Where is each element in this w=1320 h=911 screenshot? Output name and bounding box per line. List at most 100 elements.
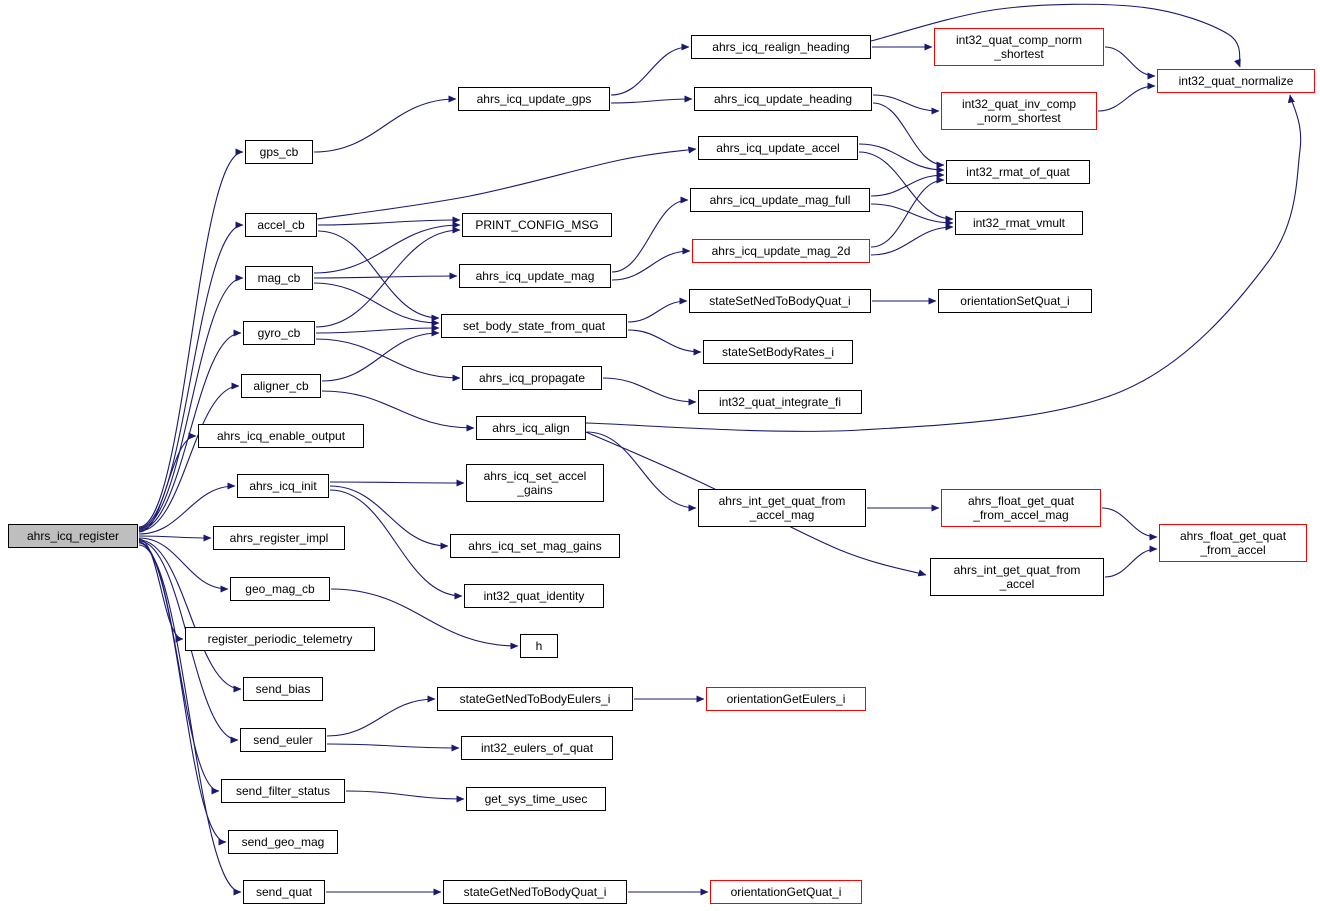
edge-ahrs_icq_update_mag_2d-to-int32_rmat_vmult [870,223,954,256]
edge-ahrs_icq_register-to-send_geo_mag [138,542,227,846]
graph-node-stateGetNedToBodyEulers_i[interactable]: stateGetNedToBodyEulers_i [437,687,633,711]
graph-node-int32_quat_inv_comp_norm_shortest[interactable]: int32_quat_inv_comp _norm_shortest [941,92,1097,130]
graph-node-ahrs_float_get_quat_from_accel[interactable]: ahrs_float_get_quat _from_accel [1159,524,1307,562]
graph-node-gps_cb[interactable]: gps_cb [245,140,313,164]
edge-set_body_state_from_quat-to-stateSetBodyRates_i [627,329,702,356]
graph-node-PRINT_CONFIG_MSG[interactable]: PRINT_CONFIG_MSG [462,213,612,237]
graph-node-gyro_cb[interactable]: gyro_cb [243,321,315,345]
graph-node-ahrs_icq_propagate[interactable]: ahrs_icq_propagate [462,366,602,390]
edge-ahrs_icq_register-to-geo_mag_cb [138,537,229,593]
edge-ahrs_icq_realign_heading-to-int32_quat_normalize [870,3,1241,68]
edge-gyro_cb-to-set_body_state_from_quat [315,324,440,334]
graph-node-h[interactable]: h [520,634,558,658]
edge-geo_mag_cb-to-h [330,588,519,650]
edge-ahrs_int_get_quat_from_accel-to-ahrs_float_get_quat_from_accel [1104,545,1158,578]
graph-node-register_periodic_telemetry[interactable]: register_periodic_telemetry [185,627,375,651]
graph-node-ahrs_icq_update_heading[interactable]: ahrs_icq_update_heading [694,87,872,111]
graph-node-geo_mag_cb[interactable]: geo_mag_cb [230,577,330,601]
graph-node-send_euler[interactable]: send_euler [240,728,326,752]
edge-ahrs_icq_update_gps-to-ahrs_icq_realign_heading [610,43,690,96]
edge-ahrs_icq_register-to-ahrs_icq_enable_output [138,432,197,533]
graph-node-send_geo_mag[interactable]: send_geo_mag [228,830,338,854]
edge-ahrs_icq_update_mag_full-to-int32_rmat_of_quat [870,171,945,197]
edge-ahrs_icq_register-to-send_filter_status [138,541,220,795]
graph-node-stateSetBodyRates_i[interactable]: stateSetBodyRates_i [703,340,853,364]
graph-node-ahrs_float_get_quat_from_accel_mag[interactable]: ahrs_float_get_quat _from_accel_mag [941,489,1101,527]
edge-ahrs_icq_register-to-aligner_cb [138,382,240,532]
graph-node-send_bias[interactable]: send_bias [243,677,323,701]
edge-ahrs_icq_register-to-gps_cb [138,148,244,528]
edge-group [138,3,1302,896]
edge-int32_quat_inv_comp_norm_shortest-to-int32_quat_normalize [1097,82,1156,112]
graph-node-orientationGetQuat_i[interactable]: orientationGetQuat_i [710,880,862,904]
edge-ahrs_icq_align-to-int32_quat_normalize [585,94,1302,432]
edge-ahrs_icq_update_heading-to-int32_quat_inv_comp_norm_shortest [872,94,940,115]
edge-ahrs_icq_register-to-ahrs_icq_init [138,482,236,535]
edge-ahrs_icq_update_mag-to-ahrs_icq_update_mag_2d [611,247,691,281]
graph-node-ahrs_icq_init[interactable]: ahrs_icq_init [237,474,329,498]
edge-ahrs_float_get_quat_from_accel_mag-to-ahrs_float_get_quat_from_accel [1101,507,1158,541]
graph-node-send_quat[interactable]: send_quat [243,880,325,904]
edge-mag_cb-to-ahrs_icq_update_mag [313,272,458,280]
edge-ahrs_icq_align-to-ahrs_int_get_quat_from_accel_mag [586,431,697,512]
edge-ahrs_icq_register-to-send_bias [138,539,242,693]
edge-ahrs_icq_update_mag-to-ahrs_icq_update_mag_full [611,196,689,273]
graph-node-stateSetNedToBodyQuat_i[interactable]: stateSetNedToBodyQuat_i [689,289,871,313]
graph-node-ahrs_icq_align[interactable]: ahrs_icq_align [476,416,586,440]
edge-ahrs_icq_register-to-send_quat [138,544,242,896]
graph-node-mag_cb[interactable]: mag_cb [245,266,313,290]
graph-node-ahrs_icq_update_gps[interactable]: ahrs_icq_update_gps [458,87,610,111]
edge-mag_cb-to-set_body_state_from_quat [313,282,440,327]
edge-gps_cb-to-ahrs_icq_update_gps [313,95,457,153]
edge-send_filter_status-to-get_sys_time_usec [345,790,465,803]
edge-ahrs_icq_register-to-mag_cb [138,274,244,530]
graph-node-send_filter_status[interactable]: send_filter_status [221,779,345,803]
edge-ahrs_icq_update_heading-to-int32_rmat_of_quat [872,102,945,169]
edge-ahrs_icq_update_gps-to-ahrs_icq_update_heading [610,95,693,104]
graph-node-ahrs_register_impl[interactable]: ahrs_register_impl [213,526,345,550]
graph-node-aligner_cb[interactable]: aligner_cb [241,374,321,398]
graph-node-int32_quat_comp_norm_shortest[interactable]: int32_quat_comp_norm _shortest [934,28,1104,66]
edge-ahrs_icq_update_accel-to-int32_rmat_of_quat [858,143,945,174]
graph-node-ahrs_int_get_quat_from_accel_mag[interactable]: ahrs_int_get_quat_from _accel_mag [698,489,866,527]
graph-node-int32_quat_identity[interactable]: int32_quat_identity [464,584,604,608]
graph-node-ahrs_icq_update_mag[interactable]: ahrs_icq_update_mag [459,264,611,288]
graph-node-int32_quat_integrate_fi[interactable]: int32_quat_integrate_fi [698,390,862,414]
graph-node-ahrs_icq_update_mag_full[interactable]: ahrs_icq_update_mag_full [690,188,870,212]
graph-node-int32_quat_normalize[interactable]: int32_quat_normalize [1157,69,1315,93]
edge-ahrs_icq_init-to-ahrs_icq_set_mag_gains [329,485,449,550]
graph-node-ahrs_icq_realign_heading[interactable]: ahrs_icq_realign_heading [691,35,871,59]
edge-mag_cb-to-PRINT_CONFIG_MSG [313,221,461,274]
graph-node-orientationGetEulers_i[interactable]: orientationGetEulers_i [706,687,866,711]
graph-node-int32_rmat_of_quat[interactable]: int32_rmat_of_quat [946,160,1090,184]
graph-node-ahrs_icq_set_mag_gains[interactable]: ahrs_icq_set_mag_gains [450,534,620,558]
edge-aligner_cb-to-set_body_state_from_quat [321,329,440,382]
edge-ahrs_icq_init-to-ahrs_icq_set_accel_gains [329,479,465,487]
edge-accel_cb-to-ahrs_icq_update_accel [316,146,697,220]
graph-node-int32_eulers_of_quat[interactable]: int32_eulers_of_quat [461,736,613,760]
edge-send_euler-to-stateGetNedToBodyEulers_i [326,695,436,737]
edge-gyro_cb-to-ahrs_icq_propagate [315,338,461,382]
graph-node-int32_rmat_vmult[interactable]: int32_rmat_vmult [955,211,1083,235]
edge-aligner_cb-to-ahrs_icq_align [321,390,475,432]
graph-node-accel_cb[interactable]: accel_cb [245,213,317,237]
graph-node-ahrs_icq_update_mag_2d[interactable]: ahrs_icq_update_mag_2d [692,239,870,263]
edge-ahrs_icq_register-to-gyro_cb [138,329,242,531]
edge-ahrs_icq_update_accel-to-int32_rmat_vmult [858,151,954,223]
graph-node-ahrs_icq_set_accel_gains[interactable]: ahrs_icq_set_accel _gains [466,464,604,502]
graph-node-ahrs_icq_register[interactable]: ahrs_icq_register [8,524,138,548]
graph-node-ahrs_icq_enable_output[interactable]: ahrs_icq_enable_output [198,424,364,448]
edge-gyro_cb-to-PRINT_CONFIG_MSG [315,226,461,328]
edge-int32_quat_comp_norm_shortest-to-int32_quat_normalize [1104,46,1156,80]
graph-node-orientationSetQuat_i[interactable]: orientationSetQuat_i [938,289,1092,313]
edge-set_body_state_from_quat-to-stateSetNedToBodyQuat_i [627,297,688,323]
graph-node-ahrs_icq_update_accel[interactable]: ahrs_icq_update_accel [698,136,858,160]
edge-ahrs_icq_propagate-to-int32_quat_integrate_fi [602,377,697,406]
edge-send_euler-to-int32_eulers_of_quat [326,743,460,752]
graph-node-set_body_state_from_quat[interactable]: set_body_state_from_quat [441,314,627,338]
graph-node-get_sys_time_usec[interactable]: get_sys_time_usec [466,787,606,811]
graph-node-ahrs_int_get_quat_from_accel[interactable]: ahrs_int_get_quat_from _accel [930,558,1104,596]
graph-node-stateGetNedToBodyQuat_i[interactable]: stateGetNedToBodyQuat_i [443,880,627,904]
